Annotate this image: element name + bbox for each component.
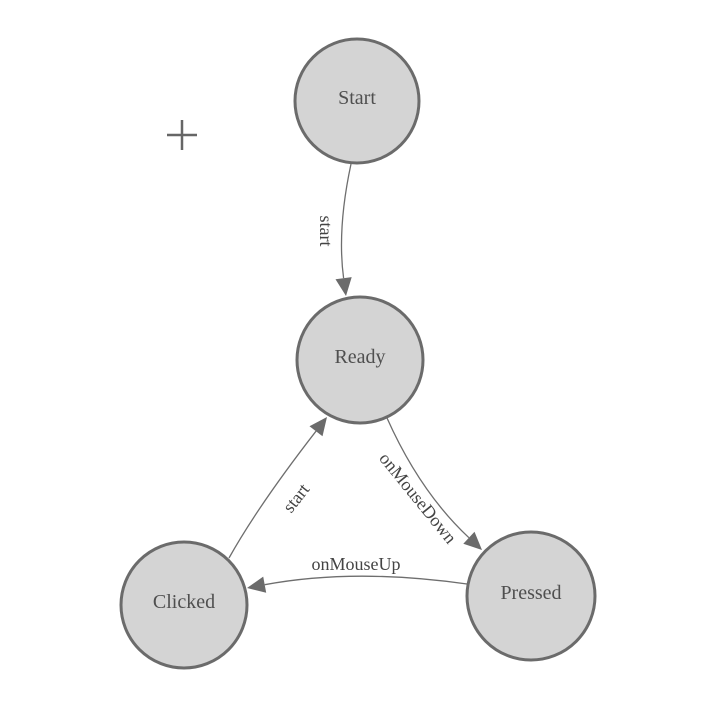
transition-edge-pressed-clicked[interactable] [264,575,468,586]
arrowhead-icon [309,417,327,437]
arrowhead-icon [335,277,352,296]
transition-label-clicked-ready: start [279,480,314,517]
transition-label-pressed-clicked: onMouseUp [312,554,401,574]
state-node-clicked[interactable] [119,540,249,670]
crosshair-cursor-icon [167,120,197,150]
transition-edge-ready-pressed[interactable] [386,417,470,539]
state-node-ready[interactable] [295,295,425,425]
transition-edge-clicked-ready[interactable] [228,430,317,559]
arrowhead-icon [463,531,482,550]
state-node-start[interactable] [293,37,421,165]
arrowhead-icon [247,576,267,593]
state-node-pressed[interactable] [465,530,597,662]
transition-edge-start-ready[interactable] [340,163,352,279]
transition-label-ready-pressed: onMouseDown [375,449,460,548]
transition-label-start-ready: start [316,216,336,247]
